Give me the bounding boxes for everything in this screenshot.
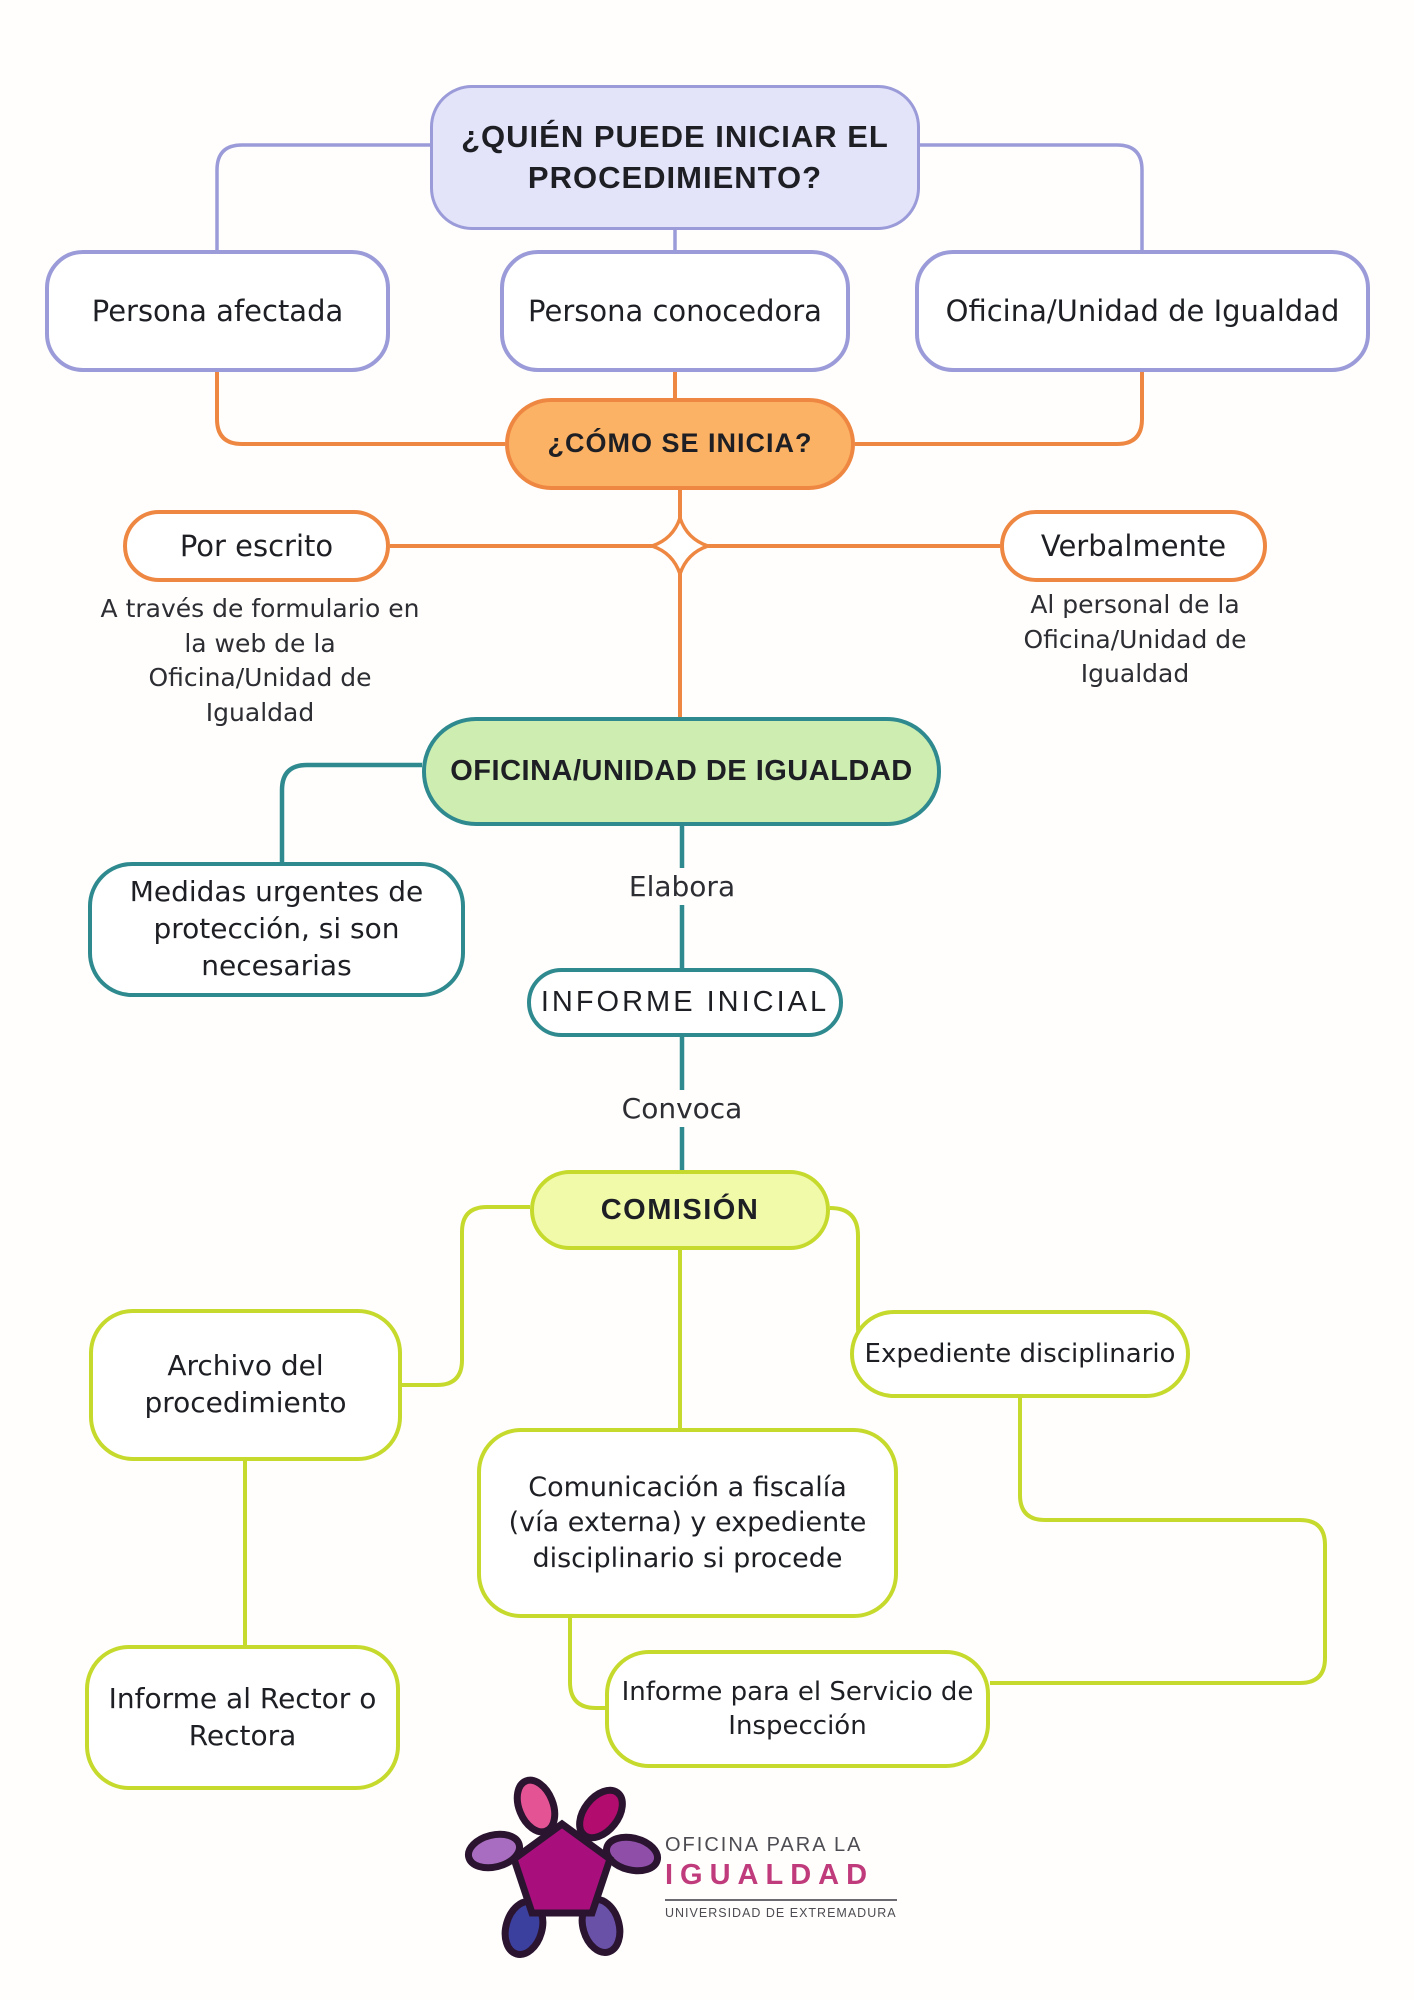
node-informe-inspeccion: Informe para el Servicio de Inspección xyxy=(605,1650,990,1768)
node-persona-conocedora: Persona conocedora xyxy=(500,250,850,372)
node-comision: COMISIÓN xyxy=(530,1170,830,1250)
node-persona-afectada: Persona afectada xyxy=(45,250,390,372)
label-convoca: Convoca xyxy=(609,1090,755,1127)
node-informe-inicial: INFORME INICIAL xyxy=(527,968,843,1037)
node-archivo-procedimiento: Archivo del procedimiento xyxy=(89,1309,402,1461)
logo-line-oficina-para-la: OFICINA PARA LA xyxy=(665,1834,863,1856)
node-oficina-unidad-igualdad-top: Oficina/Unidad de Igualdad xyxy=(915,250,1370,372)
node-expediente-disciplinario: Expediente disciplinario xyxy=(850,1310,1190,1398)
star-junction xyxy=(646,512,714,580)
node-verbalmente: Verbalmente xyxy=(1000,510,1267,582)
node-informe-rector: Informe al Rector o Rectora xyxy=(85,1645,400,1790)
caption-verbalmente: Al personal de la Oficina/Unidad de Igua… xyxy=(1023,590,1247,688)
node-comunicacion-fiscalia: Comunicación a fiscalía (vía externa) y … xyxy=(477,1428,898,1618)
node-oficina-unidad-igualdad-central: OFICINA/UNIDAD DE IGUALDAD xyxy=(422,717,941,826)
logo-divider xyxy=(665,1899,897,1901)
igualdad-logo-text: OFICINA PARA LA IGUALDAD UNIVERSIDAD DE … xyxy=(665,1834,925,1920)
igualdad-logo-flower xyxy=(464,1776,662,1958)
label-elabora: Elabora xyxy=(616,868,748,905)
caption-por-escrito: A través de formulario en la web de la O… xyxy=(100,594,420,727)
logo-line-igualdad: IGUALDAD xyxy=(665,1859,875,1891)
logo-line-universidad: UNIVERSIDAD DE EXTREMADURA xyxy=(665,1905,897,1920)
node-por-escrito: Por escrito xyxy=(123,510,390,582)
node-quien-puede-iniciar: ¿QUIÉN PUEDE INICIAR EL PROCEDIMIENTO? xyxy=(430,85,920,230)
node-medidas-urgentes: Medidas urgentes de protección, si son n… xyxy=(88,862,465,997)
node-como-se-inicia: ¿CÓMO SE INICIA? xyxy=(505,398,855,490)
